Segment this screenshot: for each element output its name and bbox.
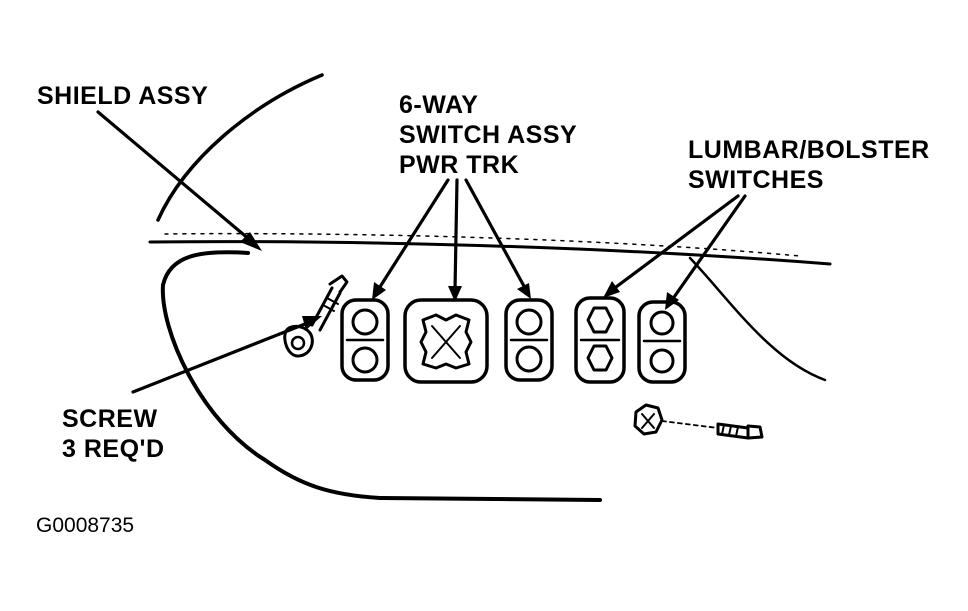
shield-top-edge bbox=[148, 240, 832, 266]
switch-power-track bbox=[504, 298, 554, 382]
switch-assy-label-line2: SWITCH ASSY bbox=[399, 121, 577, 149]
screw-label-line1: SCREW bbox=[62, 405, 158, 433]
switch-assy-label-line1: 6-WAY bbox=[399, 91, 478, 119]
lumbar-bolster-label-line1: LUMBAR/BOLSTER bbox=[688, 136, 930, 164]
switch-assy-leaders bbox=[372, 178, 531, 302]
shield-leader bbox=[96, 110, 262, 251]
screw-right bbox=[633, 403, 764, 440]
figure-id: G0008735 bbox=[36, 514, 134, 537]
shield-body-outline bbox=[160, 250, 602, 502]
lumbar-bolster-label-line2: SWITCHES bbox=[688, 166, 824, 194]
screw-label-line2: 3 REQ'D bbox=[62, 435, 165, 463]
switch-left bbox=[340, 298, 390, 382]
switch-bolster bbox=[637, 300, 687, 384]
switch-6way bbox=[403, 298, 489, 384]
lumbar-bolster-leaders bbox=[603, 194, 747, 310]
seat-cushion-outline bbox=[156, 73, 324, 222]
shield-assy-label: SHIELD ASSY bbox=[37, 82, 208, 110]
switch-assy-label-line3: PWR TRK bbox=[399, 151, 519, 179]
screw-leader bbox=[131, 316, 322, 394]
switch-lumbar bbox=[574, 296, 626, 384]
shield-top-stipple bbox=[164, 232, 801, 257]
seat-side-curve bbox=[688, 256, 827, 382]
